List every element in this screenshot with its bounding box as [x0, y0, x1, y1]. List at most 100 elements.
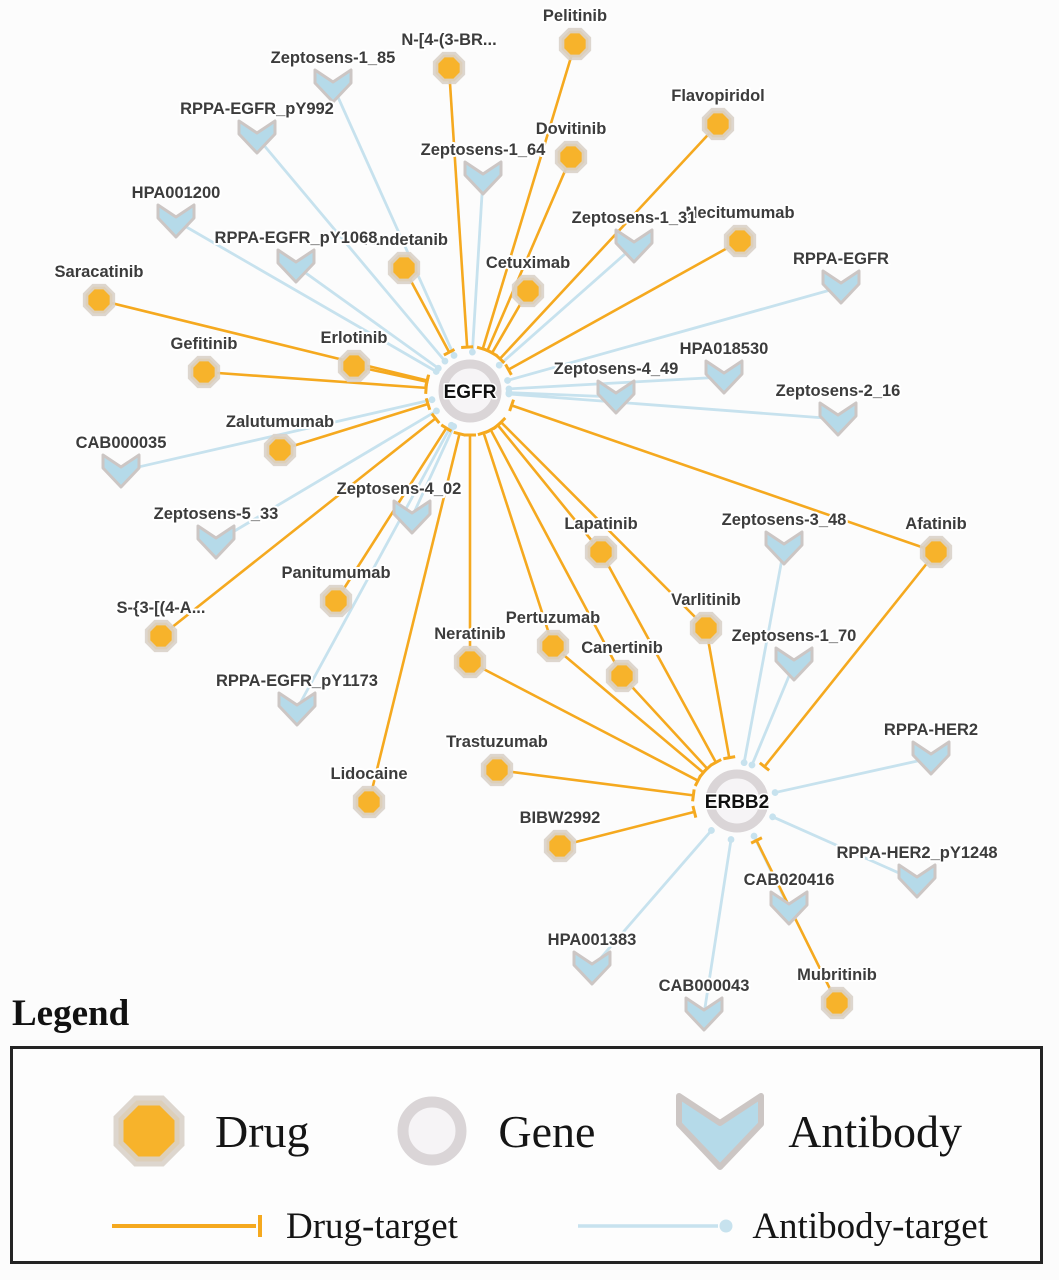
node-rppa_egfr_py1068[interactable] — [276, 248, 316, 284]
edge-antibody-rppa_egfr_py1173-egfr — [295, 421, 455, 710]
node-zeptosens_1_64[interactable] — [463, 160, 503, 196]
label-cetuximab: Cetuximab — [486, 254, 570, 272]
label-lapatinib: Lapatinib — [564, 515, 637, 533]
node-cab000035[interactable] — [101, 453, 141, 489]
node-panitumumab[interactable] — [319, 584, 353, 618]
node-egfr[interactable] — [438, 359, 502, 423]
edge-drug-pelitinib-egfr — [476, 43, 577, 353]
edge-antibody-cab000043-erbb2 — [702, 836, 735, 1015]
edge-drug-neratinib-erbb2 — [469, 660, 703, 787]
node-hpa001200[interactable] — [156, 203, 196, 239]
node-necitumumab[interactable] — [723, 224, 757, 258]
legend-label-drug: Drug — [215, 1105, 310, 1157]
node-zeptosens_5_33[interactable] — [196, 524, 236, 560]
label-egfr: EGFR — [444, 382, 497, 403]
label-zalutumumab: Zalutumumab — [226, 413, 334, 431]
legend-item-gene: Gene — [388, 1087, 595, 1175]
edge-drug-canertinib-erbb2 — [621, 675, 713, 774]
label-hpa018530: HPA018530 — [680, 340, 769, 358]
node-rppa_egfr[interactable] — [821, 269, 861, 305]
legend-label-drug-target: Drug-target — [286, 1205, 458, 1247]
edge-drug-lidocaine-egfr — [367, 430, 466, 803]
legend-label-antibody: Antibody — [788, 1105, 962, 1157]
node-zeptosens_3_48[interactable] — [764, 530, 804, 566]
node-cab020416[interactable] — [769, 890, 809, 926]
edge-drug-flavopiridol-egfr — [494, 123, 719, 364]
label-rppa_egfr: RPPA-EGFR — [793, 250, 889, 268]
label-trastuzumab: Trastuzumab — [446, 733, 548, 751]
edge-antibody-zeptosens_1_85-egfr — [331, 85, 458, 359]
label-mubritinib: Mubritinib — [797, 966, 877, 984]
node-hpa001383[interactable] — [572, 950, 612, 986]
node-cab000043[interactable] — [684, 996, 724, 1032]
label-zeptosens_3_48: Zeptosens-3_48 — [722, 511, 847, 529]
edge-drug-s3_4a-egfr — [160, 412, 441, 638]
node-flavopiridol[interactable] — [701, 107, 735, 141]
label-s3_4a: S-{3-[(4-A... — [117, 599, 206, 617]
node-pelitinib[interactable] — [558, 27, 592, 61]
edge-antibody-zeptosens_5_33-egfr — [215, 407, 440, 544]
edge-antibody-hpa018530-egfr — [505, 375, 725, 393]
legend-title: Legend — [12, 993, 130, 1034]
edge-antibody-zeptosens_4_02-egfr — [410, 423, 458, 518]
drug-target-edge-icon — [112, 1215, 262, 1237]
node-vandetanib[interactable] — [387, 251, 421, 285]
edge-drug-pertuzumab-egfr — [477, 429, 555, 647]
node-rppa_her2_py1248[interactable] — [897, 863, 937, 899]
node-lapatinib[interactable] — [584, 535, 618, 569]
edge-antibody-zeptosens_1_64-egfr — [468, 177, 485, 356]
node-zeptosens_1_85[interactable] — [313, 68, 353, 104]
node-bibw2992[interactable] — [543, 829, 577, 863]
label-flavopiridol: Flavopiridol — [671, 87, 765, 105]
label-cab000035: CAB000035 — [76, 434, 167, 452]
label-canertinib: Canertinib — [581, 639, 663, 657]
label-cab020416: CAB020416 — [744, 871, 835, 889]
drug-node-icon — [113, 1095, 185, 1167]
node-n4_3br[interactable] — [432, 51, 466, 85]
edge-drug-dovitinib-egfr — [481, 156, 573, 355]
label-n4_3br: N-[4-(3-BR... — [401, 31, 496, 49]
node-s3_4a[interactable] — [144, 619, 178, 653]
node-lidocaine[interactable] — [352, 785, 386, 819]
label-rppa_her2: RPPA-HER2 — [884, 721, 978, 739]
node-hpa018530[interactable] — [704, 359, 744, 395]
node-rppa_her2[interactable] — [911, 740, 951, 776]
node-afatinib[interactable] — [919, 535, 953, 569]
edge-drug-afatinib-erbb2 — [758, 551, 938, 772]
label-zeptosens_4_49: Zeptosens-4_49 — [554, 360, 679, 378]
node-zeptosens_1_31[interactable] — [614, 228, 654, 264]
edge-drug-saracatinib-egfr — [98, 298, 431, 387]
node-trastuzumab[interactable] — [480, 753, 514, 787]
node-neratinib[interactable] — [453, 645, 487, 679]
label-neratinib: Neratinib — [434, 625, 506, 643]
node-erlotinib[interactable] — [337, 349, 371, 383]
node-saracatinib[interactable] — [82, 283, 116, 317]
node-cetuximab[interactable] — [511, 274, 545, 308]
edge-antibody-rppa_her2-erbb2 — [771, 756, 932, 796]
label-rppa_egfr_py1173: RPPA-EGFR_pY1173 — [216, 672, 378, 690]
label-hpa001383: HPA001383 — [548, 931, 637, 949]
node-zeptosens_4_02[interactable] — [392, 499, 432, 535]
node-zeptosens_2_16[interactable] — [818, 401, 858, 437]
edge-drug-lapatinib-egfr — [492, 420, 603, 553]
label-cab000043: CAB000043 — [659, 977, 750, 995]
label-rppa_egfr_py1068: RPPA-EGFR_pY1068 — [215, 229, 378, 247]
node-zeptosens_4_49[interactable] — [596, 379, 636, 415]
node-canertinib[interactable] — [605, 659, 639, 693]
node-dovitinib[interactable] — [554, 140, 588, 174]
node-varlitinib[interactable] — [689, 611, 723, 645]
node-rppa_egfr_py992[interactable] — [237, 119, 277, 155]
edge-drug-afatinib-egfr — [508, 399, 937, 554]
label-panitumumab: Panitumumab — [281, 564, 390, 582]
node-mubritinib[interactable] — [820, 986, 854, 1020]
legend-item-antibody-target: Antibody-target — [574, 1205, 988, 1248]
node-erbb2[interactable] — [705, 769, 769, 833]
node-pertuzumab[interactable] — [536, 629, 570, 663]
node-zeptosens_1_70[interactable] — [774, 646, 814, 682]
node-gefitinib[interactable] — [187, 355, 221, 389]
legend-box: Drug Gene Antibody Dr — [10, 1046, 1043, 1264]
label-saracatinib: Saracatinib — [55, 263, 144, 281]
node-rppa_egfr_py1173[interactable] — [277, 691, 317, 727]
node-zalutumumab[interactable] — [263, 433, 297, 467]
